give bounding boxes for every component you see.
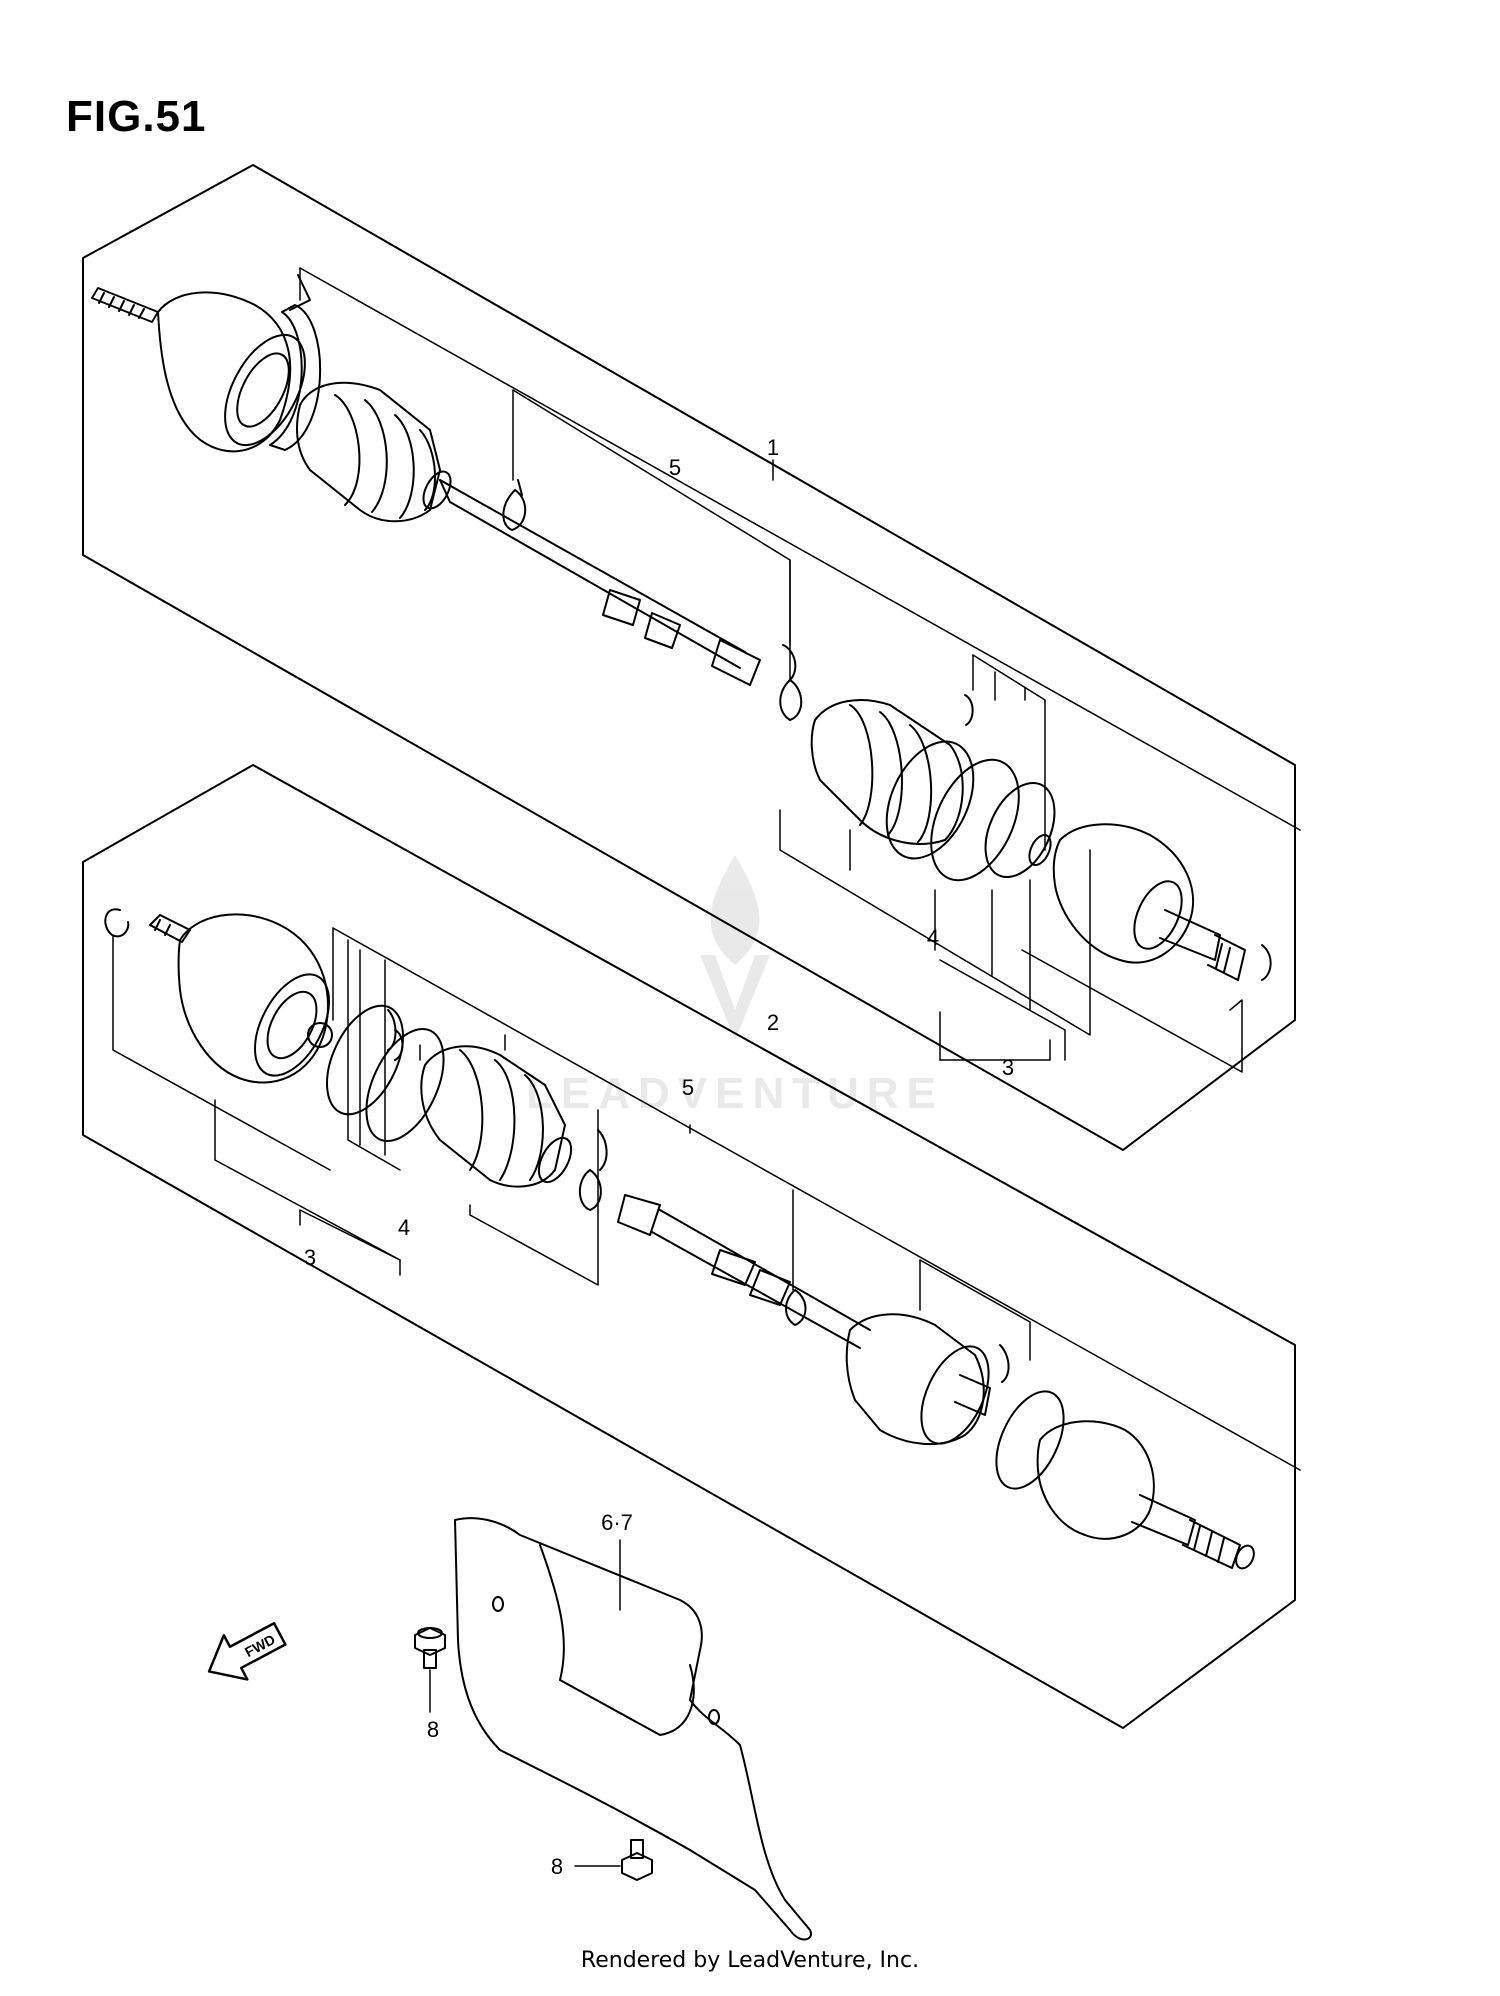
callout-3a: 3 [1002,1055,1014,1080]
cv-boot-right [810,699,964,845]
callout-4b: 4 [398,1215,410,1240]
drive-shaft-2 [104,908,1255,1570]
cv-boot-left [296,381,441,523]
watermark-text: LEADVENTURE [526,1069,944,1118]
callout-6-7: 6·7 [601,1510,633,1535]
callout-2: 2 [767,1010,779,1035]
callout-8b: 8 [551,1854,563,1879]
splined-end-left [91,287,159,323]
callout-5b: 5 [682,1075,694,1100]
leader-lines-1 [299,267,1301,1073]
fwd-arrow-icon: FWD [207,1622,287,1681]
bolt-upper [414,1627,446,1713]
cv-joint-outer-2 [1036,1420,1155,1540]
callout-1: 1 [767,435,779,460]
drive-shaft-1 [91,274,1272,981]
cv-joint-inner-1 [1052,823,1195,964]
callout-8a: 8 [427,1717,439,1742]
cv-boot-3 [845,1313,985,1446]
cv-joint-outer-1 [157,291,292,453]
footer-credit: Rendered by LeadVenture, Inc. [580,1948,920,1973]
callout-5a: 5 [669,455,681,480]
figure-title: FIG.51 [66,92,207,141]
circlip-left [104,908,130,938]
assembly-1-frame [82,164,1296,1151]
heat-shield [454,1517,812,1941]
assembly-2-frame [82,764,1296,1729]
callout-3b: 3 [304,1245,316,1270]
boot-clamp [269,304,322,451]
callout-labels: 1 5 4 3 2 5 4 3 6·7 8 8 [304,435,1014,1879]
bolt-lower [574,1839,653,1881]
cv-joint-inner-2 [177,913,329,1084]
callout-4a: 4 [927,925,939,950]
watermark: LEADVENTURE [526,855,944,1118]
cv-boot-2 [420,1045,566,1188]
leader-lines-2 [112,927,1301,1471]
